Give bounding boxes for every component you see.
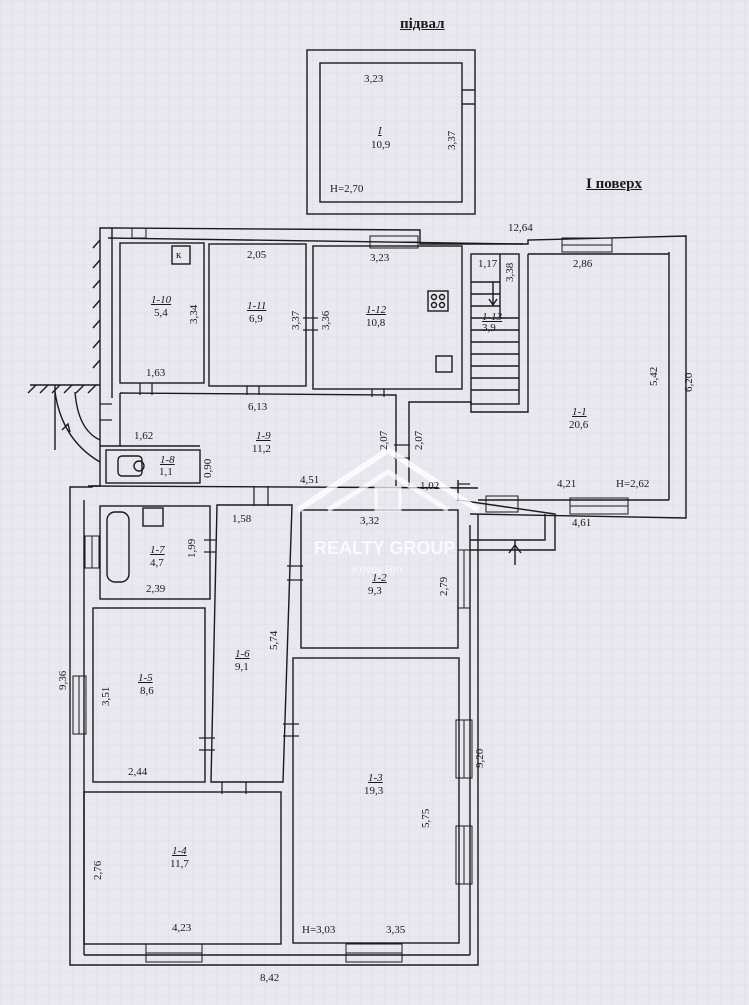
overall-dim-right-lower: 9,20 — [474, 748, 486, 768]
room-1-2-dim-w: 3,32 — [360, 515, 380, 527]
room-1-5-dim-w: 2,44 — [128, 766, 148, 778]
room-1-3-id: 1-3 — [368, 772, 383, 784]
room-1-7-dim-h: 1,99 — [186, 538, 198, 558]
room-1-7-dim-w: 2,39 — [146, 583, 166, 595]
room-1-10-dim-h: 3,34 — [188, 304, 200, 324]
room-1-10-dim-w: 1,63 — [146, 367, 166, 379]
room-1-6-id: 1-6 — [235, 648, 250, 660]
room-1-4-id: 1-4 — [172, 845, 187, 857]
room-1-5-dim-h: 3,51 — [100, 686, 112, 706]
room-1-10-area: 5,4 — [154, 307, 168, 319]
room-1-4-area: 11,7 — [170, 858, 189, 870]
overall-dim-top: 12,64 — [508, 222, 533, 234]
room-1-13-id: 1-13 — [482, 311, 503, 323]
room-1-8-outline — [105, 449, 201, 484]
stair-steps — [471, 254, 519, 391]
stove-symbol — [427, 290, 449, 312]
room-1-8-dim-h: 0,90 — [202, 458, 214, 478]
basement-heading: підвал — [400, 16, 445, 32]
room-1-8-id: 1-8 — [160, 454, 175, 466]
overall-dim-step: 4,61 — [572, 517, 592, 529]
room-1-4-dim-w: 4,23 — [172, 922, 192, 934]
room-1-13-dim-w: 1,17 — [478, 258, 498, 270]
room-1-9-dim-h: 2,07 — [378, 430, 390, 450]
toilet-symbol — [117, 455, 143, 477]
room-1-3-area: 19,3 — [364, 785, 384, 797]
watermark-logo — [296, 446, 480, 513]
room-1-5-outline — [92, 607, 206, 783]
windows — [72, 227, 629, 963]
room-1-3-dim-h: 5,75 — [420, 808, 432, 828]
room-1-5-id: 1-5 — [138, 672, 153, 684]
room-1-1-left-wall — [408, 254, 529, 486]
basement-dim-top: 3,23 — [364, 73, 384, 85]
room-1-1-dim-w: 2,86 — [573, 258, 593, 270]
room-1-1-dim-low: 4,21 — [557, 478, 577, 490]
room-1-9-dim-w2: 1,62 — [134, 430, 154, 442]
room-1-12-dim-w: 3,23 — [370, 252, 390, 264]
door-marks — [100, 317, 470, 794]
room-1-7-id: 1-7 — [150, 544, 165, 556]
room-1-13-outline — [470, 253, 520, 405]
basement-height: H=2,70 — [330, 183, 364, 195]
room-1-6-area: 9,1 — [235, 661, 249, 673]
room-1-11-dim-w: 2,05 — [247, 249, 267, 261]
room-1-9-dim-w: 6,13 — [248, 401, 268, 413]
hall-dim-w: 1,02 — [420, 480, 440, 492]
room-1-9-area: 11,2 — [252, 443, 271, 455]
furnace-letter: к — [176, 249, 182, 261]
room-1-10-outline — [119, 242, 205, 384]
sink-symbol — [142, 507, 164, 527]
watermark-brand: REALTY GROUP — [314, 538, 456, 558]
room-1-6-dim-w: 1,58 — [232, 513, 252, 525]
overall-dim-left: 9,36 — [57, 670, 69, 690]
room-1-12-id: 1-12 — [366, 304, 387, 316]
room-1-2-dim-h: 2,79 — [438, 576, 450, 596]
watermark-city: Krivoy Rih — [352, 564, 403, 576]
overall-dim-bottom: 8,42 — [260, 972, 280, 984]
room-1-7-area: 4,7 — [150, 557, 164, 569]
room-1-1-area: 20,6 — [569, 419, 589, 431]
room-1-12-dim-h: 3,36 — [320, 310, 332, 330]
basement-walls — [306, 49, 476, 215]
basement-area: 10,9 — [371, 139, 391, 151]
room-1-6-outline — [210, 504, 293, 783]
room-1-1-id: 1-1 — [572, 406, 587, 418]
overall-dim-right: 6,20 — [683, 372, 695, 392]
room-1-6-dim-h: 5,74 — [268, 630, 280, 650]
room-1-11-area: 6,9 — [249, 313, 263, 325]
room-1-9-dim-low: 4,51 — [300, 474, 320, 486]
room-1-3-outline — [292, 657, 460, 944]
sink-kitchen-symbol — [435, 355, 453, 373]
room-1-11-outline — [208, 243, 307, 387]
room-1-12-area: 10,8 — [366, 317, 386, 329]
room-1-3-dim-w: 3,35 — [386, 924, 406, 936]
room-1-11-id: 1-11 — [247, 300, 267, 312]
room-1-1-height: H=2,62 — [616, 478, 650, 490]
porch-steps — [27, 239, 101, 463]
room-1-4-dim-h: 2,76 — [92, 860, 104, 880]
room-1-2-area: 9,3 — [368, 585, 382, 597]
room-1-3-height: H=3,03 — [302, 924, 336, 936]
basement-dim-right: 3,37 — [446, 130, 458, 150]
room-1-13-dim-h: 3,38 — [504, 262, 516, 282]
room-1-13-area: 3,9 — [482, 322, 496, 334]
room-1-8-area: 1,1 — [159, 466, 173, 478]
room-1-10-id: 1-10 — [151, 294, 172, 306]
room-1-5-area: 8,6 — [140, 685, 154, 697]
room-1-9-id: 1-9 — [256, 430, 271, 442]
furnace-symbol — [171, 245, 191, 265]
room-1-1-dim-h: 5,42 — [648, 366, 660, 386]
basement-room-id: I — [378, 125, 382, 137]
hall-dim-h: 2,07 — [413, 430, 425, 450]
bathtub-symbol — [106, 511, 130, 583]
first-floor-heading: І поверх — [586, 176, 642, 192]
room-1-2-id: 1-2 — [372, 572, 387, 584]
room-1-11-dim-h: 3,37 — [290, 310, 302, 330]
